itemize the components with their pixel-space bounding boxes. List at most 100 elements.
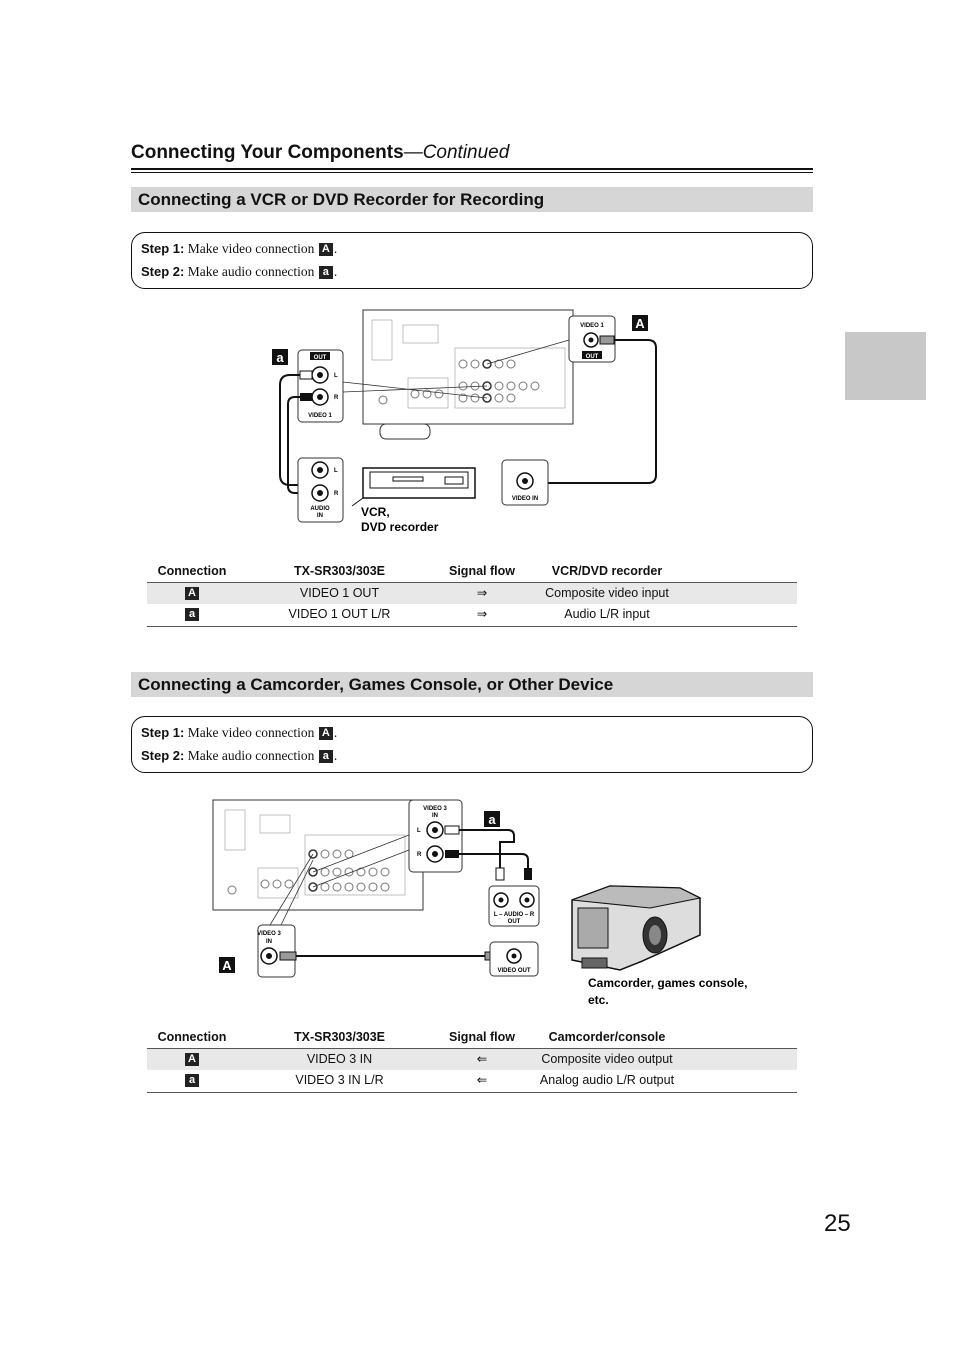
table-header: Connection TX-SR303/303E Signal flow Cam… <box>147 1030 797 1048</box>
row-device: Composite video output <box>541 1052 673 1066</box>
row-device: Composite video input <box>545 586 669 600</box>
row-tx: VIDEO 1 OUT <box>299 586 380 600</box>
title-suffix: —Continued <box>403 142 510 163</box>
th-connection: Connection <box>157 564 227 578</box>
l-label-in: L <box>334 468 338 474</box>
badge-A: A <box>318 243 333 257</box>
camcorder-connection-diagram: VIDEO 3 IN L R a L – AUDIO – R OUT VIDEO… <box>212 799 747 1007</box>
video-in-label: VIDEO IN <box>512 496 538 502</box>
vcr-connection-diagram: VIDEO 1 OUT A a OUT L R VIDEO 1 L R AUDI… <box>272 309 657 534</box>
video1-audio-out-callout: OUT L R VIDEO 1 <box>297 349 344 423</box>
row-tx: VIDEO 1 OUT L/R <box>288 607 391 621</box>
row-tx: VIDEO 3 IN L/R <box>295 1073 384 1087</box>
section1-table: Connection TX-SR303/303E Signal flow VCR… <box>147 564 797 628</box>
th-device: Camcorder/console <box>548 1030 666 1044</box>
badge-A-text: A <box>222 958 232 973</box>
row-flow: ⇐ <box>476 1073 488 1087</box>
section2-table: Connection TX-SR303/303E Signal flow Cam… <box>147 1030 797 1094</box>
step2-text: Make audio connection <box>187 748 315 763</box>
video-out-label: VIDEO OUT <box>497 968 530 974</box>
audio-out-label2: OUT <box>508 919 521 925</box>
l-label: L <box>334 373 338 379</box>
video3-top-label: VIDEO 3 <box>423 806 447 812</box>
row-flow: ⇒ <box>476 586 488 600</box>
video3-in-lr-callout: VIDEO 3 IN L R <box>408 799 463 873</box>
badge-A-marker <box>219 957 235 973</box>
video1-top-label: VIDEO 1 <box>580 323 604 329</box>
step2-label: Step 2: <box>141 748 185 763</box>
out-top-label: OUT <box>586 354 599 360</box>
out-label: OUT <box>314 355 327 361</box>
section2-heading: Connecting a Camcorder, Games Console, o… <box>131 672 813 697</box>
table-row: A VIDEO 3 IN ⇐ Composite video output <box>147 1049 797 1070</box>
video3-bot-in: IN <box>266 939 272 945</box>
section1-steps-box: Step 1: Make video connection A. Step 2:… <box>131 232 813 289</box>
audio-out-callout: L – AUDIO – R OUT <box>488 885 540 927</box>
row-device: Analog audio L/R output <box>539 1073 675 1087</box>
camcorder-icon <box>571 885 702 971</box>
row-device: Audio L/R input <box>564 607 650 621</box>
video1-label: VIDEO 1 <box>308 413 332 419</box>
section1-heading: Connecting a VCR or DVD Recorder for Rec… <box>131 187 813 212</box>
camcorder-label-1: Camcorder, games console, <box>588 976 747 990</box>
th-flow: Signal flow <box>449 564 515 578</box>
badge-a-marker <box>272 349 288 365</box>
title-main: Connecting Your Components <box>131 142 404 163</box>
table-rule <box>147 582 797 583</box>
th-tx: TX-SR303/303E <box>293 1030 386 1044</box>
step1-label: Step 1: <box>141 725 185 740</box>
r-label: R <box>334 395 339 401</box>
row-flow: ⇒ <box>476 607 488 621</box>
section1-step2: Step 2: Make audio connection a. <box>141 264 338 280</box>
row-badge: A <box>185 1053 199 1067</box>
table-row: A VIDEO 1 OUT ⇒ Composite video input <box>147 583 797 604</box>
table-row: a VIDEO 1 OUT L/R ⇒ Audio L/R input <box>147 604 797 625</box>
table-rule <box>147 1048 797 1049</box>
receiver-back-panel <box>212 799 424 911</box>
video-in-callout: VIDEO IN <box>501 459 549 506</box>
row-tx: VIDEO 3 IN <box>306 1052 373 1066</box>
table-rule-bottom <box>147 1092 797 1093</box>
th-tx: TX-SR303/303E <box>293 564 386 578</box>
section2-step2: Step 2: Make audio connection a. <box>141 748 338 764</box>
video1-out-callout: VIDEO 1 OUT <box>568 315 616 363</box>
page-number: 25 <box>824 1210 851 1237</box>
audio-in-label2: IN <box>317 513 323 519</box>
vcr-label-1: VCR, <box>361 505 390 519</box>
header-rule-thin <box>131 172 813 173</box>
header-rule <box>131 168 813 170</box>
vcr-device <box>351 467 476 507</box>
camcorder-label-2: etc. <box>588 993 609 1007</box>
receiver-back-panel <box>362 309 574 440</box>
step1-label: Step 1: <box>141 241 185 256</box>
video3-top-in: IN <box>432 813 438 819</box>
step2-label: Step 2: <box>141 264 185 279</box>
section2-step1: Step 1: Make video connection A. <box>141 725 338 741</box>
badge-a: a <box>318 750 333 764</box>
r-label-in: R <box>334 491 339 497</box>
badge-A: A <box>318 727 333 741</box>
audio-in-label: AUDIO <box>310 506 330 512</box>
badge-a-text: a <box>276 350 284 365</box>
section1-step1: Step 1: Make video connection A. <box>141 241 338 257</box>
step2-text: Make audio connection <box>187 264 315 279</box>
table-rule-bottom <box>147 626 797 627</box>
step1-text: Make video connection <box>187 241 315 256</box>
table-header: Connection TX-SR303/303E Signal flow VCR… <box>147 564 797 582</box>
video3-in-callout: VIDEO 3 IN <box>257 924 296 978</box>
section2-steps-box: Step 1: Make video connection A. Step 2:… <box>131 716 813 773</box>
audio-out-label: L – AUDIO – R <box>494 912 535 918</box>
row-badge: A <box>185 587 199 601</box>
side-tab <box>845 332 926 400</box>
badge-A-marker <box>632 315 648 331</box>
th-connection: Connection <box>157 1030 227 1044</box>
video3-bot-label: VIDEO 3 <box>257 931 281 937</box>
audio-in-callout: L R AUDIO IN <box>297 457 344 523</box>
r-label: R <box>417 852 422 858</box>
badge-a-marker <box>484 811 500 827</box>
badge-a-text: a <box>488 812 496 827</box>
step1-text: Make video connection <box>187 725 315 740</box>
row-flow: ⇐ <box>476 1052 488 1066</box>
row-badge: a <box>185 608 199 622</box>
th-device: VCR/DVD recorder <box>551 564 663 578</box>
